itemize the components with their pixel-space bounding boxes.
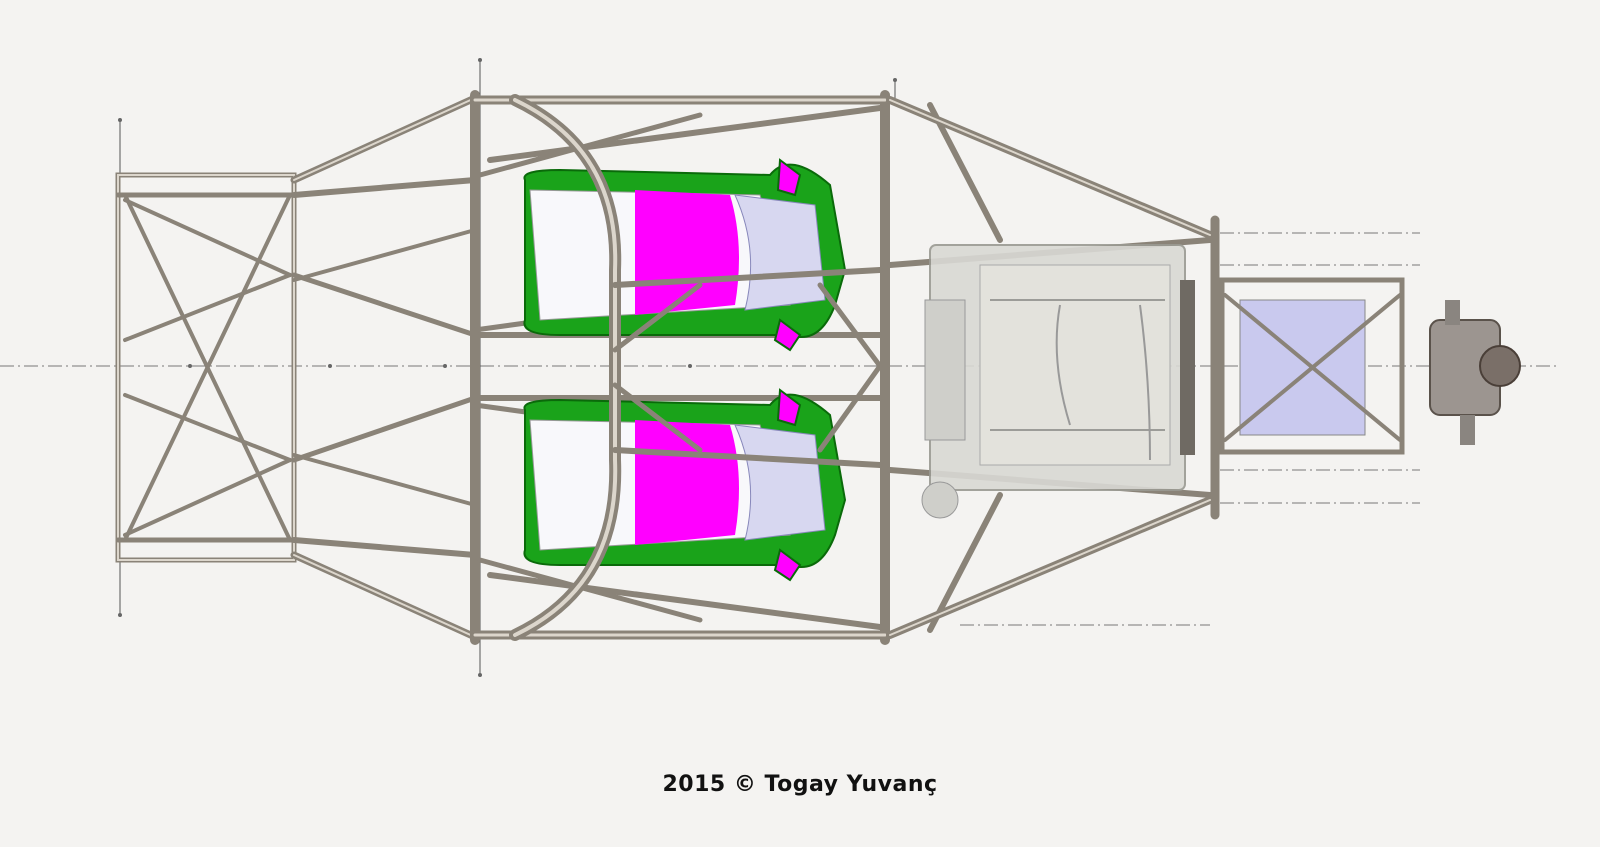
- seat-right: [523, 388, 847, 582]
- front-frame: [115, 172, 297, 563]
- gearbox: [1219, 277, 1521, 455]
- copyright-caption: 2015 © Togay Yuvanç: [662, 772, 938, 797]
- engine-block: [921, 244, 1195, 519]
- seat-left: [523, 158, 847, 352]
- front-struts: [290, 94, 479, 641]
- roll-hoop: [509, 94, 883, 641]
